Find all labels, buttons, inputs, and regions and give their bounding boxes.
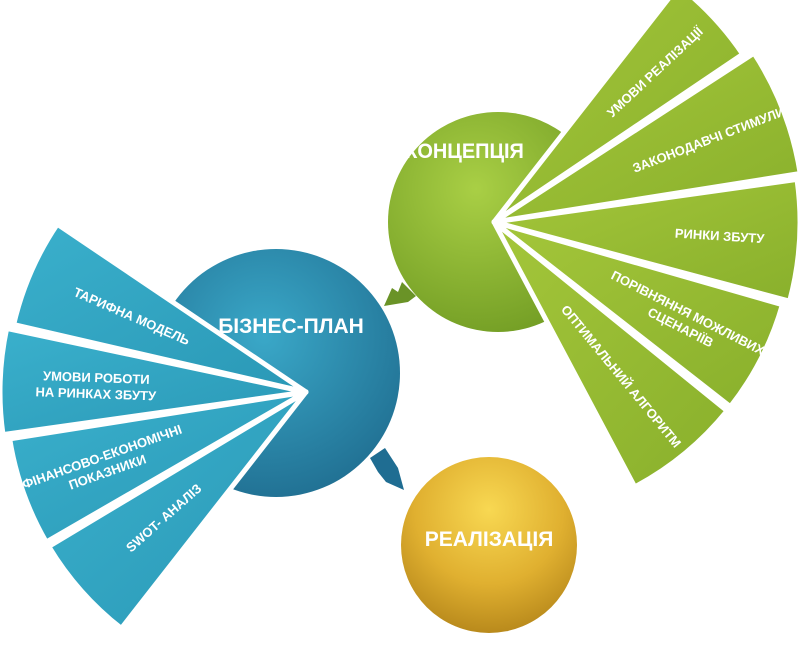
arrow-concept-to-business [384, 282, 416, 306]
arrow-business-to-implementation [370, 448, 404, 490]
business-segment-3 [7, 389, 309, 545]
concept-label: КОНЦЕПЦІЯ [405, 140, 524, 164]
concept-segment-1 [491, 0, 746, 225]
business-segment-label-2: УМОВИ РОБОТИНА РИНКАХ ЗБУТУ [35, 368, 158, 403]
implementation-circle [401, 457, 577, 633]
implementation-node [401, 457, 577, 633]
business-segment-2 [0, 325, 309, 438]
business-plan-label: БІЗНЕС-ПЛАН [218, 315, 364, 338]
concept-segment-3 [491, 176, 800, 304]
concept-segment-5 [491, 219, 730, 490]
concept-segment-label-3: РИНКИ ЗБУТУ [674, 226, 765, 246]
concept-segment-4 [491, 219, 785, 410]
business-segment-4 [46, 389, 309, 631]
implementation-label: РЕАЛІЗАЦІЯ [425, 528, 554, 551]
business-segment-1 [11, 221, 309, 395]
